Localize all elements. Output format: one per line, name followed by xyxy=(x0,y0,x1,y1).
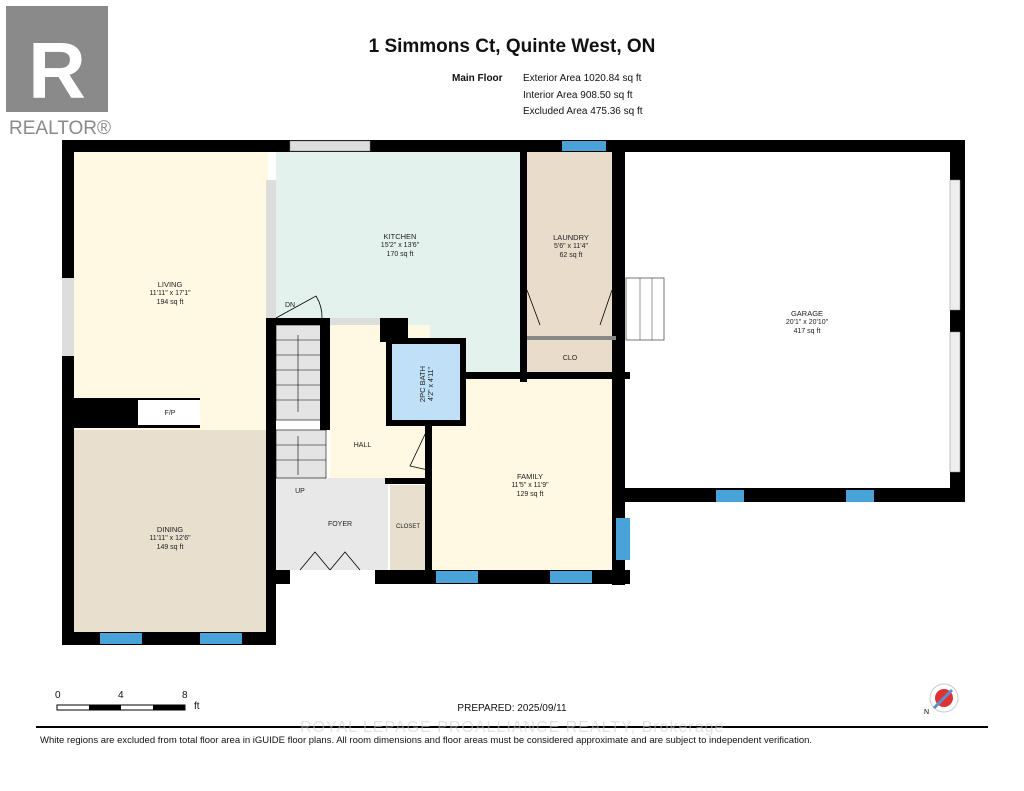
label-dn: DN xyxy=(284,302,296,309)
interior-area: Interior Area 908.50 sq ft xyxy=(523,90,633,101)
bath-fill xyxy=(392,342,462,422)
disclaimer: White regions are excluded from total fl… xyxy=(40,735,813,746)
door-opening xyxy=(330,318,380,325)
label-foyer: FOYER xyxy=(327,521,353,528)
watermark: ROYAL LEPAGE PROALLIANCE REALTY, Brokera… xyxy=(300,719,725,736)
exterior-area: Exterior Area 1020.84 sq ft xyxy=(523,73,642,84)
scale-tick-0: 0 xyxy=(55,690,61,701)
svg-text:R: R xyxy=(28,26,86,115)
compass-icon: N xyxy=(924,683,959,716)
window xyxy=(289,140,371,152)
foyer-fill xyxy=(276,478,388,572)
scale-unit: ft xyxy=(194,701,200,712)
scale-bar xyxy=(56,704,186,711)
door-opening xyxy=(527,336,616,340)
living-fill xyxy=(74,152,268,430)
door-opening xyxy=(290,570,375,584)
window xyxy=(266,180,276,318)
realtor-logo: R REALTOR® xyxy=(0,0,120,142)
stair-treads xyxy=(276,335,326,475)
floor-label: Main Floor xyxy=(452,73,503,84)
windows-blue xyxy=(100,141,874,644)
divider xyxy=(36,726,988,728)
label-closet: CLOSET xyxy=(395,524,420,530)
excluded-area: Excluded Area 475.36 sq ft xyxy=(523,106,643,117)
stairs-up xyxy=(275,429,327,479)
label-hall: HALL xyxy=(353,442,372,449)
scale-tick-8: 8 xyxy=(182,690,188,701)
door-swings xyxy=(275,289,613,571)
window xyxy=(949,179,961,311)
laundry-fill xyxy=(527,152,616,372)
svg-text:N: N xyxy=(924,709,929,716)
dining-fill xyxy=(74,430,268,632)
garage-steps xyxy=(625,277,665,341)
prepared-date: PREPARED: 2025/09/11 xyxy=(457,703,567,714)
stairs-down xyxy=(275,324,327,421)
svg-text:REALTOR®: REALTOR® xyxy=(9,118,111,139)
window xyxy=(62,278,74,356)
closet-fill xyxy=(390,485,426,570)
window xyxy=(949,331,961,473)
label-up: UP xyxy=(295,488,305,495)
label-fp: F/P xyxy=(164,410,176,417)
page-title: 1 Simmons Ct, Quinte West, ON xyxy=(368,36,656,57)
scale-tick-4: 4 xyxy=(118,690,124,701)
label-clo: CLO xyxy=(562,355,578,362)
